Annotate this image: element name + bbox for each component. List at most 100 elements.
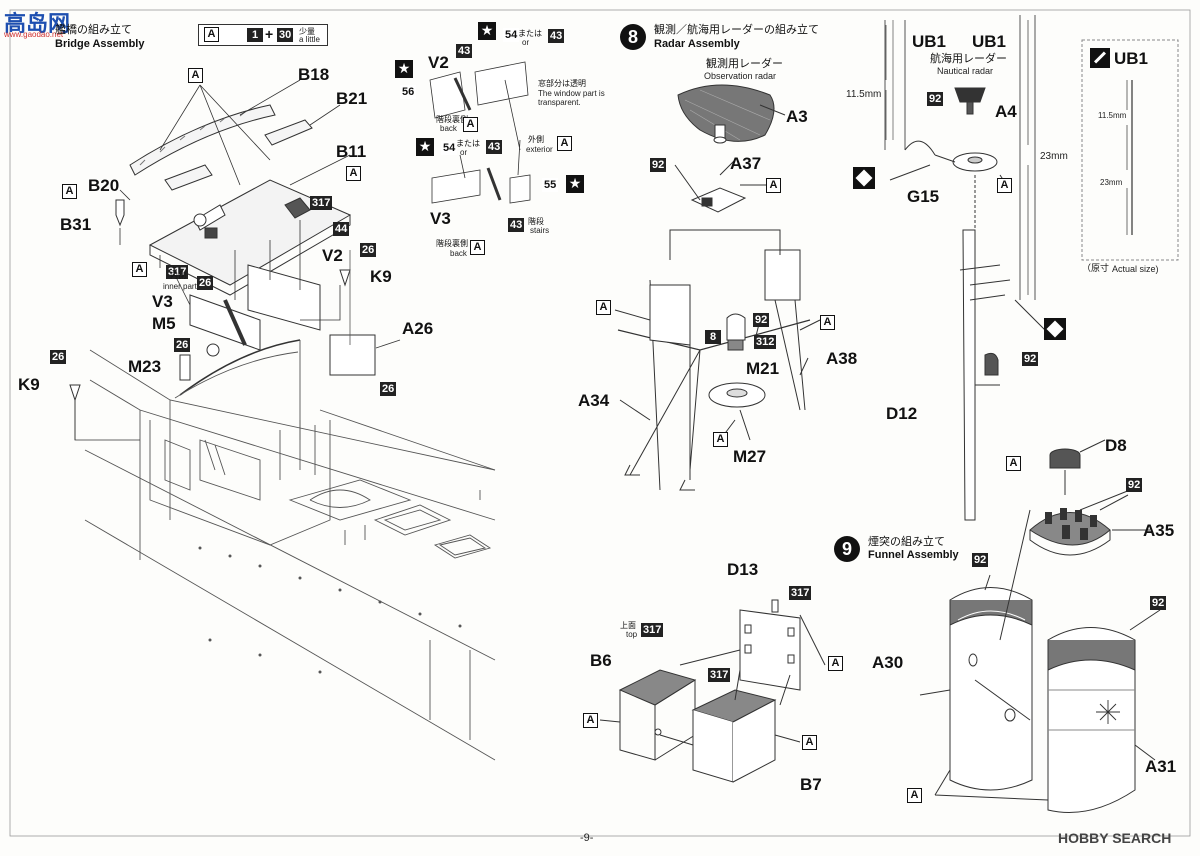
part-v2-window: V2 bbox=[428, 53, 449, 72]
dim-23-actual: 23mm bbox=[1100, 178, 1123, 187]
note-inner-jp: 内側 bbox=[170, 271, 186, 280]
legend-jp: 少量 bbox=[299, 27, 315, 36]
stairs-en: stairs bbox=[530, 226, 550, 235]
paint-317-d: 317 bbox=[641, 623, 664, 637]
or-en-2: or bbox=[460, 148, 468, 157]
dim-115: 11.5mm bbox=[846, 89, 882, 100]
paint-a-v3: A bbox=[470, 240, 485, 255]
diamond-icon-2 bbox=[1044, 318, 1066, 340]
actual-size-en: Actual size) bbox=[1112, 264, 1159, 274]
paint-a-d12: A bbox=[1006, 456, 1021, 471]
paint-317-c: 317 bbox=[789, 586, 812, 600]
step8-en-title: Radar Assembly bbox=[654, 38, 740, 50]
paint-92-g: 92 bbox=[1150, 596, 1167, 610]
paint-317-b: 317 bbox=[166, 265, 189, 279]
window-note-en1: The window part is bbox=[538, 89, 605, 98]
paint-317-a: 317 bbox=[310, 196, 333, 210]
paint-a-a37: A bbox=[766, 178, 781, 193]
or-jp-2: または bbox=[456, 139, 480, 148]
back-jp-1: 階段裏側 bbox=[436, 115, 468, 124]
paint-a-m27: A bbox=[713, 432, 728, 447]
step9-en-title: Funnel Assembly bbox=[868, 549, 959, 561]
dim-23: 23mm bbox=[1040, 151, 1068, 162]
exterior-jp: 外側 bbox=[528, 135, 544, 144]
funnel-drawing bbox=[919, 439, 1161, 813]
page-number: -9- bbox=[580, 832, 594, 844]
paint-312: 312 bbox=[754, 335, 777, 349]
diamond-icon-1 bbox=[853, 167, 875, 189]
bridge-deck-part bbox=[148, 179, 352, 296]
step7-jp-title: 艦橋の組み立て bbox=[55, 23, 132, 36]
part-a30: A30 bbox=[872, 653, 904, 672]
star-icon-2: ★ bbox=[478, 22, 496, 40]
window-note-jp: 窓部分は透明 bbox=[538, 79, 586, 88]
naut-radar-en: Nautical radar bbox=[937, 66, 994, 76]
paint-92-b: 92 bbox=[753, 313, 770, 327]
paint-a-g15: A bbox=[997, 178, 1012, 193]
part-a26: A26 bbox=[402, 319, 434, 338]
paint-a-b6: A bbox=[583, 713, 598, 728]
paint-54-b: 54 bbox=[441, 141, 458, 155]
part-m5: M5 bbox=[152, 314, 176, 333]
part-b7: B7 bbox=[800, 775, 822, 794]
paint-a-funnel: A bbox=[907, 788, 922, 803]
actual-size-jp: （原寸 bbox=[1082, 264, 1110, 274]
part-m27: M27 bbox=[733, 447, 767, 466]
radar-drawing bbox=[614, 84, 821, 491]
paint-8: 8 bbox=[705, 330, 721, 344]
legend-a: A bbox=[204, 27, 219, 42]
part-ub1-left: UB1 bbox=[912, 32, 947, 51]
paint-a-v2: A bbox=[463, 117, 478, 132]
paint-26-e: 26 bbox=[50, 350, 67, 364]
paint-44: 44 bbox=[333, 222, 350, 236]
paint-43-d: 43 bbox=[508, 218, 525, 232]
part-a34: A34 bbox=[578, 391, 610, 410]
hull-drawing bbox=[84, 339, 496, 761]
part-v3-window: V3 bbox=[430, 209, 451, 228]
back-en-1: back bbox=[440, 124, 457, 133]
step7-en-title: Bridge Assembly bbox=[55, 38, 145, 50]
star-icon-4: ★ bbox=[566, 175, 584, 193]
part-a38: A38 bbox=[826, 349, 858, 368]
step9-jp-title: 煙突の組み立て bbox=[868, 535, 945, 548]
footer-logo: HOBBY SEARCH bbox=[1058, 830, 1172, 846]
paint-43-c: 43 bbox=[486, 140, 503, 154]
paint-92-d: 92 bbox=[1022, 352, 1039, 366]
paint-26-d: 26 bbox=[380, 382, 397, 396]
paint-56: 56 bbox=[400, 85, 417, 99]
paint-a-a38: A bbox=[820, 315, 835, 330]
note-inner-en: inner part bbox=[163, 282, 197, 291]
part-m23: M23 bbox=[128, 357, 162, 376]
paint-54-a: 54 bbox=[503, 28, 520, 42]
part-b20: B20 bbox=[88, 176, 120, 195]
watermark-url: www.gaodao.net bbox=[4, 30, 64, 39]
part-a35: A35 bbox=[1143, 521, 1175, 540]
watermark-logo: 高岛网 bbox=[4, 11, 71, 36]
obs-radar-jp: 観測用レーダー bbox=[706, 57, 783, 70]
part-ub1-actual: UB1 bbox=[1114, 49, 1149, 68]
star-icon-3: ★ bbox=[416, 138, 434, 156]
ub1-logo-icon bbox=[1090, 48, 1110, 68]
part-d8: D8 bbox=[1105, 436, 1127, 455]
dim-115-actual: 11.5mm bbox=[1098, 111, 1127, 120]
paint-26-c: 26 bbox=[174, 338, 191, 352]
step9-number: 9 bbox=[834, 536, 860, 562]
paint-26-b: 26 bbox=[360, 243, 377, 257]
paint-43-a: 43 bbox=[456, 44, 473, 58]
paint-a-3: A bbox=[62, 184, 77, 199]
part-b18: B18 bbox=[298, 65, 330, 84]
paint-a-2: A bbox=[346, 166, 361, 181]
part-a4: A4 bbox=[995, 102, 1017, 121]
paint-a-1: A bbox=[188, 68, 203, 83]
exterior-en: exterior bbox=[526, 145, 553, 154]
part-v2-bridge: V2 bbox=[322, 246, 343, 265]
or-en-1: or bbox=[522, 38, 530, 47]
part-a37: A37 bbox=[730, 154, 762, 173]
paint-legend: A 1 + 30 少量 a little bbox=[198, 24, 328, 46]
back-en-2: back bbox=[450, 249, 467, 258]
paint-92-e: 92 bbox=[1126, 478, 1143, 492]
part-m21: M21 bbox=[746, 359, 780, 378]
paint-a-ext: A bbox=[557, 136, 572, 151]
